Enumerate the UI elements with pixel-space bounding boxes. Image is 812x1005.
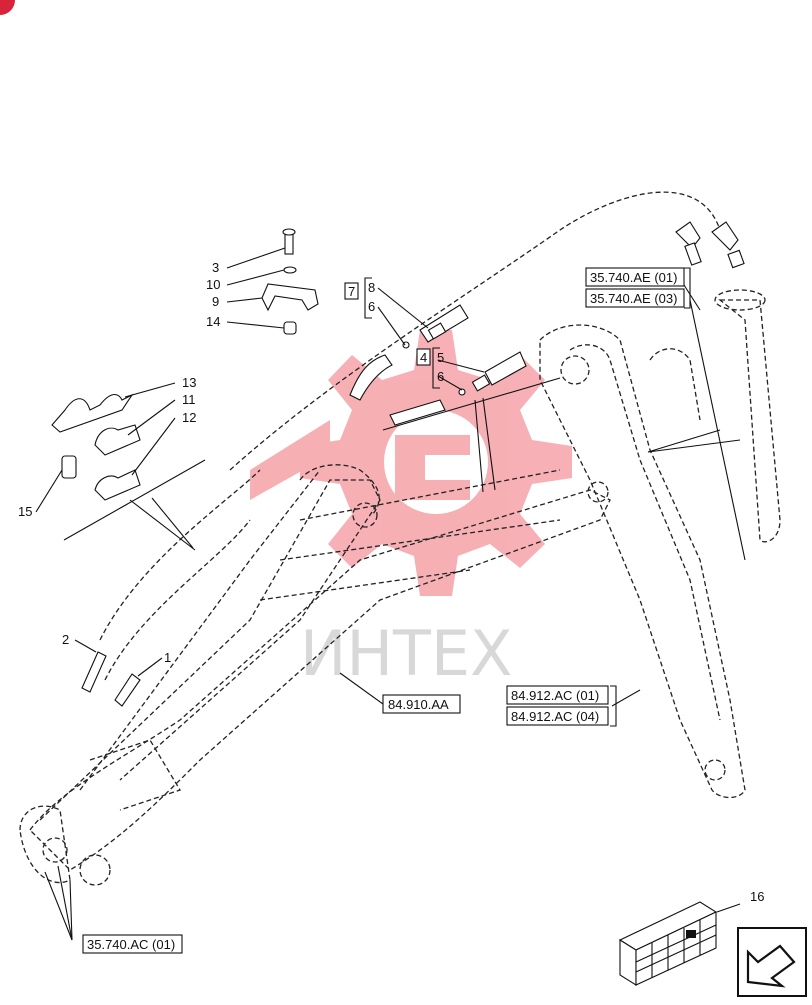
ref-ae-03[interactable]: 35.740.AE (03) — [590, 291, 677, 306]
callout-12: 12 — [182, 410, 196, 425]
ref-box-912-1[interactable] — [506, 685, 609, 705]
bracket-4 — [432, 347, 440, 389]
watermark-gear-icon — [250, 330, 572, 596]
ref-ac-01[interactable]: 35.740.AC (01) — [87, 937, 175, 952]
callout-7: 7 — [348, 284, 355, 299]
ref-912-04[interactable]: 84.912.AC (04) — [511, 709, 599, 724]
callout-13: 13 — [182, 375, 196, 390]
callout-1: 1 — [164, 650, 171, 665]
callout-15: 15 — [18, 504, 32, 519]
hose-fittings-top — [675, 221, 745, 269]
callout-16: 16 — [750, 889, 764, 904]
callout-9: 9 — [212, 294, 219, 309]
ref-box-910[interactable] — [382, 694, 461, 714]
callout-11: 11 — [182, 392, 196, 407]
bracket-hardware — [261, 228, 319, 335]
watermark-text: ИНТЕХ — [300, 617, 513, 690]
callout-14: 14 — [206, 314, 220, 329]
callout-6a: 6 — [368, 299, 375, 314]
ref-box-ae3[interactable] — [585, 288, 685, 308]
corner-badge — [0, 0, 15, 15]
ref-912-01[interactable]: 84.912.AC (01) — [511, 688, 599, 703]
box-7 — [344, 282, 359, 300]
ref-box-912-4[interactable] — [506, 706, 609, 726]
ref-910-aa[interactable]: 84.910.AA — [388, 697, 449, 712]
callout-3: 3 — [212, 260, 219, 275]
box-4 — [416, 348, 431, 366]
hose-fittings-center — [349, 304, 527, 426]
callout-10: 10 — [206, 277, 220, 292]
callout-8: 8 — [368, 280, 375, 295]
callout-4: 4 — [420, 350, 427, 365]
leader-lines — [35, 247, 746, 941]
callout-6b: 6 — [437, 369, 444, 384]
pins — [81, 651, 141, 707]
ref-box-ac1[interactable] — [82, 934, 183, 954]
callout-5: 5 — [437, 350, 444, 365]
callout-2: 2 — [62, 632, 69, 647]
bracket-912 — [610, 685, 617, 727]
ref-box-ae1[interactable] — [585, 267, 685, 287]
ref-ae-01[interactable]: 35.740.AE (01) — [590, 270, 677, 285]
bracket-7 — [364, 277, 372, 319]
crate-icon — [618, 901, 718, 986]
clamp-parts — [51, 393, 206, 551]
next-page-arrow-icon[interactable] — [737, 927, 807, 997]
bracket-ae — [684, 267, 691, 309]
boom-assembly — [19, 191, 781, 886]
